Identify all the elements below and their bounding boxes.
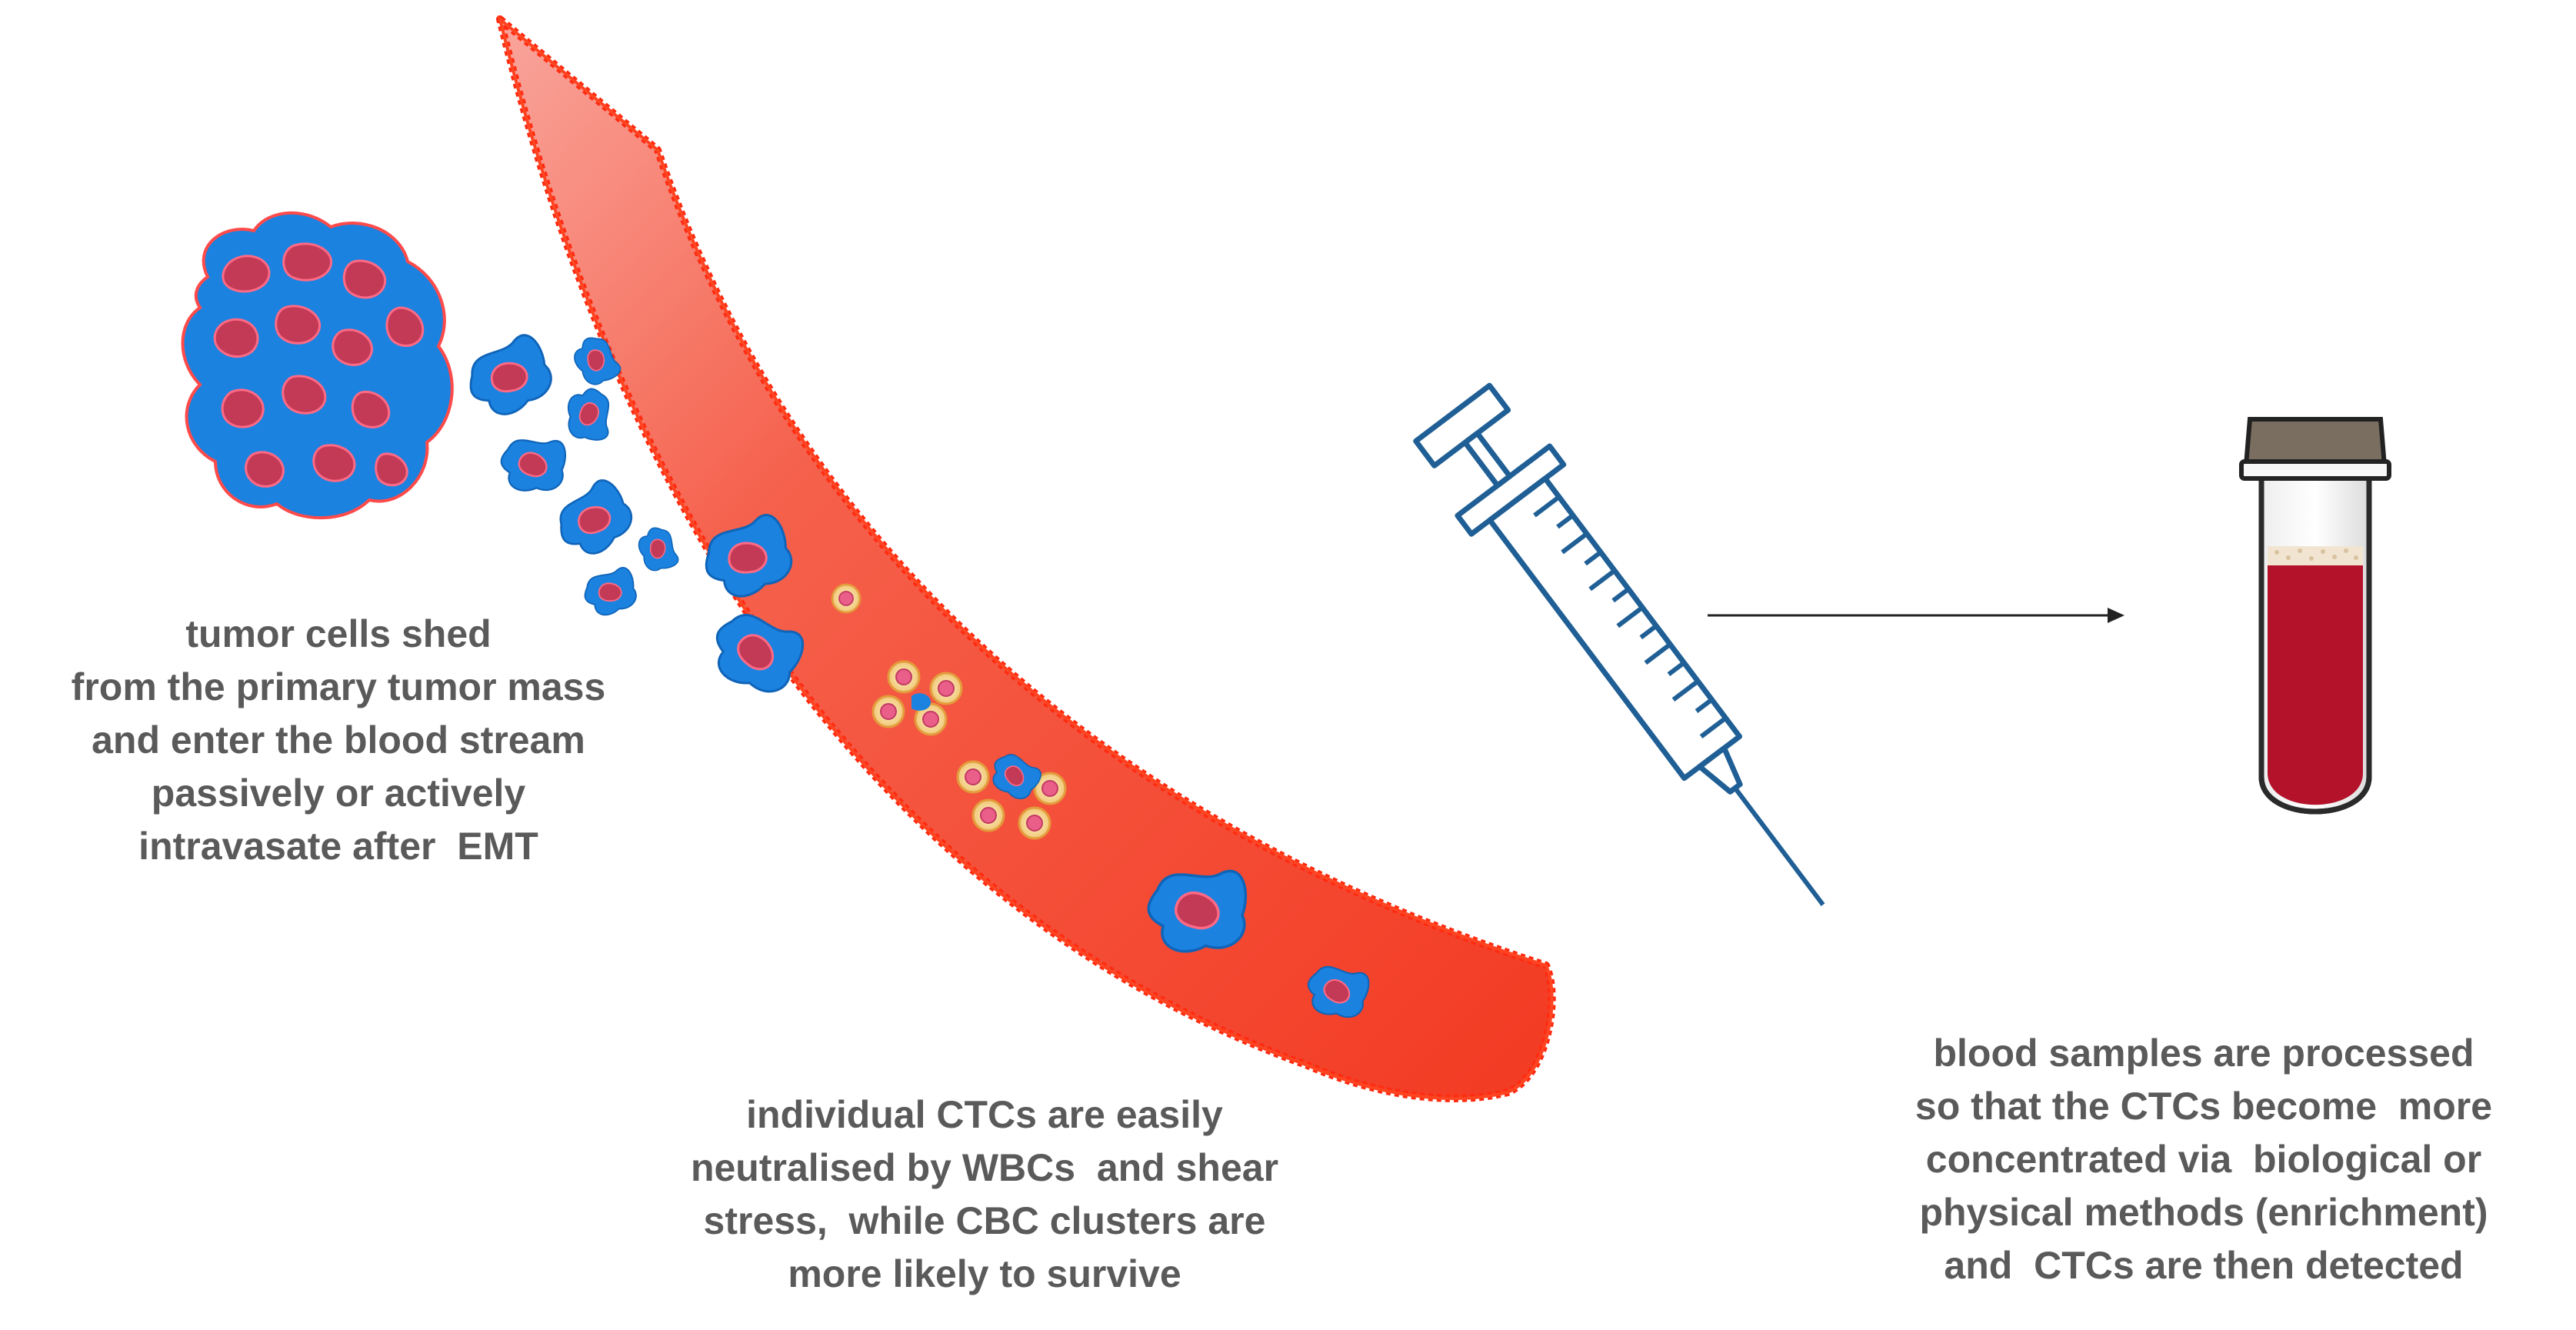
ctc-survival-caption: individual CTCs are easily neutralised b… bbox=[600, 1088, 1369, 1301]
caption-line: and CTCs are then detected bbox=[1944, 1244, 2464, 1287]
vessel-cells bbox=[831, 583, 1375, 1026]
tumor-mass-icon bbox=[181, 211, 454, 520]
blood-vessel bbox=[496, 15, 1556, 1102]
caption-line: passively or actively bbox=[151, 772, 526, 815]
caption-line: physical methods (enrichment) bbox=[1919, 1191, 2488, 1234]
right-arrow-icon bbox=[1708, 608, 2124, 623]
caption-line: and enter the blood stream bbox=[92, 718, 585, 762]
caption-line: stress, while CBC clusters are bbox=[703, 1199, 1266, 1242]
caption-line: so that the CTCs become more bbox=[1915, 1085, 2493, 1128]
syringe-icon bbox=[1413, 382, 1825, 907]
sample-processing-caption: blood samples are processed so that the … bbox=[1831, 1027, 2576, 1292]
caption-line: neutralised by WBCs and shear bbox=[690, 1146, 1279, 1189]
blood-tube-icon bbox=[2239, 417, 2391, 815]
caption-line: from the primary tumor mass bbox=[71, 665, 606, 708]
tumor-shedding-caption: tumor cells shed from the primary tumor … bbox=[31, 608, 646, 873]
caption-line: blood samples are processed bbox=[1933, 1032, 2474, 1075]
caption-line: tumor cells shed bbox=[185, 612, 492, 655]
caption-line: more likely to survive bbox=[788, 1252, 1181, 1295]
wbc-cluster-1 bbox=[871, 660, 963, 736]
caption-line: individual CTCs are easily bbox=[746, 1093, 1223, 1136]
caption-line: intravasate after EMT bbox=[138, 825, 538, 868]
caption-line: concentrated via biological or bbox=[1925, 1138, 2482, 1181]
